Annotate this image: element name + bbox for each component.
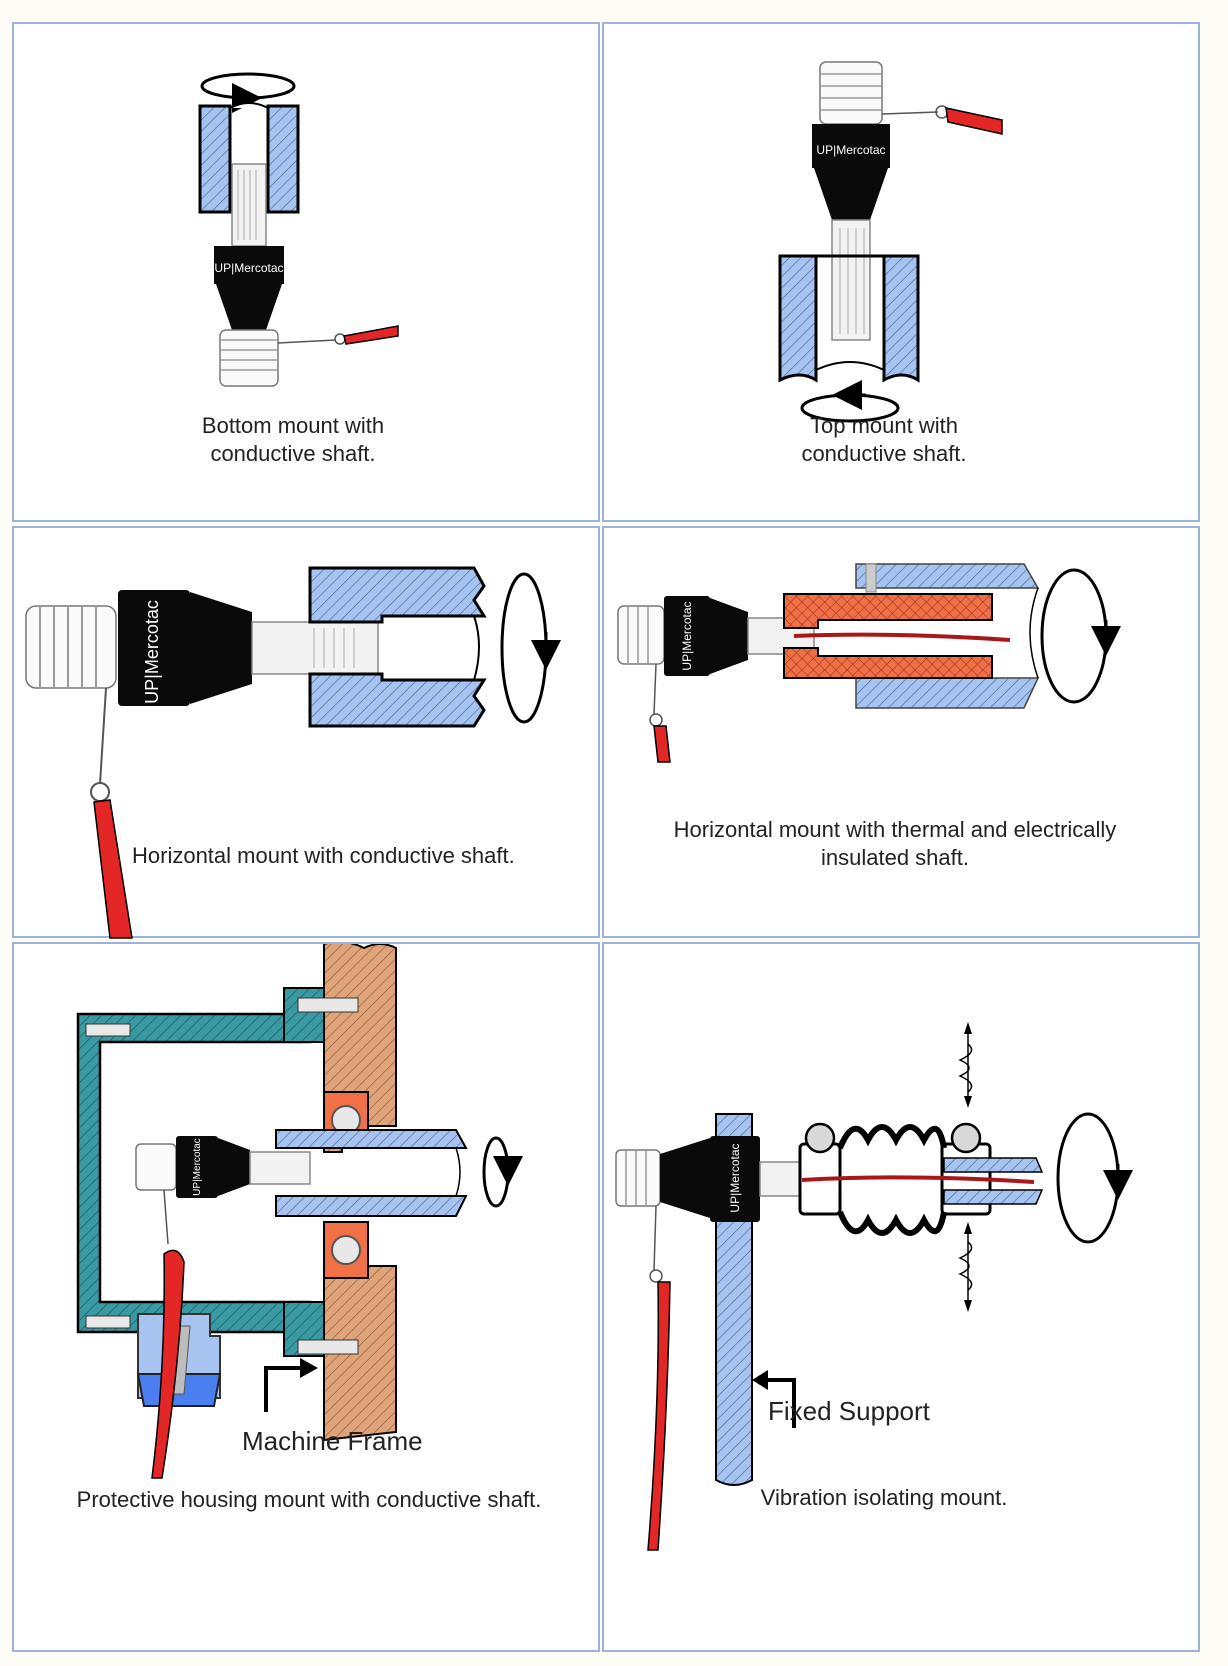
lead-wire — [881, 105, 1003, 135]
bellows-coupling — [837, 1124, 947, 1236]
conductive-shaft — [778, 254, 920, 383]
rotation-arrow-icon — [800, 380, 900, 423]
conductive-shaft — [855, 563, 1040, 709]
panel-vibration-isolating-mount: UP|Mercotac — [602, 942, 1200, 1652]
bottom-mount-drawing: UP|Mercotac — [198, 72, 399, 387]
rotary-connector: UP|Mercotac — [118, 590, 252, 706]
lead-wire — [647, 1205, 671, 1551]
panel-caption: Protective housing mount with conductive… — [76, 1487, 542, 1512]
vibration-arrow-icon — [958, 1022, 973, 1108]
rotary-connector: UP|Mercotac — [214, 246, 284, 387]
panel-caption: Top mount with conductive shaft. — [801, 413, 967, 466]
brand-logo: UP|Mercotac — [192, 1138, 203, 1196]
lead-wire — [90, 687, 133, 939]
panel-top-mount: UP|Mercotac Top mount with conductive sh… — [602, 22, 1200, 522]
brand-logo: UP|Mercotac — [142, 600, 162, 704]
machine-frame-label: Machine Frame — [242, 1426, 423, 1456]
panel-horizontal-mount: UP|Mercotac Horizontal mount with conduc… — [12, 526, 600, 939]
brand-logo: UP|Mercotac — [214, 261, 283, 275]
machine-frame — [323, 944, 397, 1442]
lead-wire — [649, 663, 671, 763]
horizontal-insulated-drawing: UP|Mercotac — [617, 563, 1121, 763]
brand-logo: UP|Mercotac — [680, 601, 694, 670]
rotary-connector: UP|Mercotac — [176, 1136, 250, 1198]
thermal-insulator-sleeve — [783, 593, 993, 679]
panel-caption: Vibration isolating mount. — [760, 1485, 1008, 1510]
conductive-shaft — [275, 1129, 468, 1217]
vibration-arrow-icon — [958, 1222, 973, 1312]
conductive-shaft — [308, 566, 487, 728]
shaft-clamp — [798, 1122, 842, 1216]
rotation-arrow-icon — [482, 1136, 523, 1208]
panel-caption: Horizontal mount with conductive shaft. — [132, 843, 515, 868]
rotary-connector: UP|Mercotac — [664, 596, 748, 676]
protective-housing — [76, 987, 359, 1407]
protective-housing-drawing: UP|Mercotac — [76, 944, 523, 1479]
panel-bottom-mount: UP|Mercotac Bottom mount with conductive… — [12, 22, 600, 522]
callout-arrow-icon — [264, 1358, 318, 1412]
horizontal-mount-drawing: UP|Mercotac — [25, 566, 561, 939]
rotation-arrow-icon — [1040, 568, 1121, 704]
lead-wire — [151, 1189, 185, 1479]
lead-wire — [277, 325, 399, 345]
panel-caption: Bottom mount with conductive shaft. — [201, 413, 385, 466]
conductive-shaft — [943, 1157, 1044, 1205]
panel-caption: Horizontal mount with thermal and electr… — [673, 817, 1117, 870]
top-mount-drawing: UP|Mercotac — [778, 61, 1003, 423]
panel-protective-housing-mount: UP|Mercotac Machine Frame Protective hou… — [12, 942, 600, 1652]
brand-logo: UP|Mercotac — [816, 143, 885, 157]
rotation-arrow-icon — [200, 72, 296, 113]
rotary-connector: UP|Mercotac — [660, 1136, 760, 1222]
rotation-arrow-icon — [500, 572, 561, 724]
vibration-isolating-drawing: UP|Mercotac — [615, 1022, 1133, 1551]
brand-logo: UP|Mercotac — [728, 1143, 742, 1212]
callout-arrow-icon — [752, 1370, 796, 1428]
rotary-connector: UP|Mercotac — [812, 124, 890, 220]
bearing — [323, 1221, 369, 1279]
panel-horizontal-insulated-mount: UP|Mercotac Horiz — [602, 526, 1200, 938]
fixed-support-label: Fixed Support — [768, 1396, 930, 1426]
rotation-arrow-icon — [1056, 1112, 1133, 1244]
